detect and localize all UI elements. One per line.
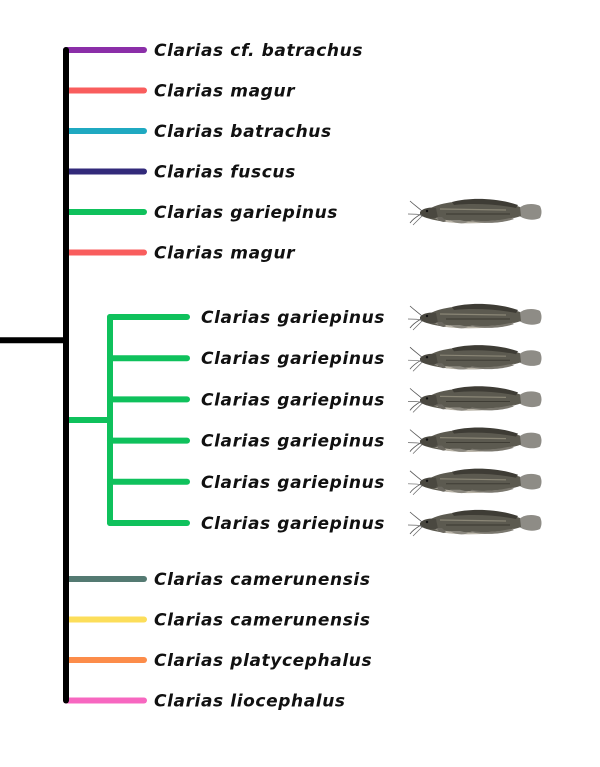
clade-leaf-label: Clarias gariepinus [201, 473, 385, 493]
catfish-icon [407, 468, 543, 496]
leaf-label: Clarias fuscus [154, 163, 296, 183]
leaf-label: Clarias batrachus [154, 122, 332, 142]
leaf-label: Clarias cf. batrachus [154, 41, 363, 61]
tree-icons [407, 198, 543, 537]
clade-leaf-label: Clarias gariepinus [201, 349, 385, 369]
tree-edges [0, 47, 190, 704]
catfish-icon [407, 385, 543, 413]
leaf-label: Clarias magur [154, 82, 296, 102]
leaf-label: Clarias camerunensis [154, 611, 371, 631]
clade-leaf-label: Clarias gariepinus [201, 514, 385, 534]
catfish-icon [407, 344, 543, 372]
leaf-label: Clarias camerunensis [154, 570, 371, 590]
clade-leaf-label: Clarias gariepinus [201, 432, 385, 452]
catfish-icon [407, 426, 543, 455]
leaf-label: Clarias platycephalus [154, 651, 372, 671]
catfish-icon [407, 198, 543, 226]
leaf-label: Clarias liocephalus [154, 692, 346, 712]
leaf-label: Clarias gariepinus [154, 203, 338, 223]
clade-leaf-label: Clarias gariepinus [201, 308, 385, 328]
catfish-icon [407, 303, 543, 331]
catfish-icon [407, 509, 543, 537]
leaf-label: Clarias magur [154, 244, 296, 264]
clade-leaf-label: Clarias gariepinus [201, 390, 385, 410]
